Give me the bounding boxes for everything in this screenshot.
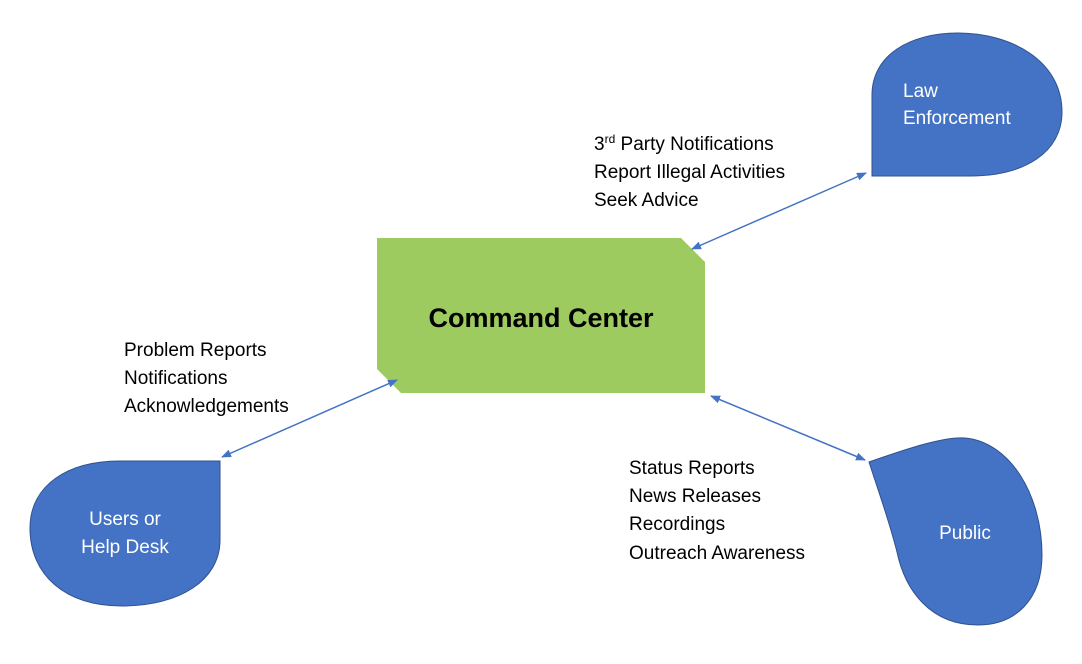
public-flow-labels: Status Reports News Releases Recordings …	[629, 458, 805, 564]
users-help-desk-shape	[29, 460, 221, 607]
public-label: Public	[939, 523, 991, 544]
law-enforcement-arrow	[691, 172, 867, 250]
users-help-desk-label-line-1: Users or	[89, 509, 161, 530]
flow-label: 3rd Party Notifications	[594, 132, 774, 155]
flow-label: Status Reports	[629, 458, 755, 479]
flow-label: Recordings	[629, 514, 725, 535]
users-help-desk-flow-labels: Problem Reports Notifications Acknowledg…	[124, 340, 289, 417]
command-center-label: Command Center	[428, 303, 654, 333]
public-node[interactable]: Public	[868, 437, 1043, 626]
law-enforcement-label-line-2: Enforcement	[903, 108, 1011, 129]
command-center-node[interactable]: Command Center	[377, 238, 705, 393]
command-center-shape	[377, 238, 705, 393]
flow-label: Acknowledgements	[124, 396, 289, 417]
flow-label: Outreach Awareness	[629, 543, 805, 564]
flow-label: Notifications	[124, 368, 228, 389]
flow-label: News Releases	[629, 486, 761, 507]
users-help-desk-arrow	[221, 379, 398, 458]
flow-label: Problem Reports	[124, 340, 267, 361]
public-arrow	[710, 395, 866, 461]
law-enforcement-shape	[871, 32, 1063, 177]
law-enforcement-flow-labels: 3rd Party Notifications Report Illegal A…	[594, 132, 785, 211]
flow-label: Report Illegal Activities	[594, 162, 785, 183]
public-shape	[868, 437, 1043, 626]
law-enforcement-label-line-1: Law	[903, 81, 938, 102]
users-help-desk-node[interactable]: Users or Help Desk	[29, 460, 221, 607]
flow-label: Seek Advice	[594, 190, 699, 211]
law-enforcement-node[interactable]: Law Enforcement	[871, 32, 1063, 177]
users-help-desk-label-line-2: Help Desk	[81, 537, 169, 558]
